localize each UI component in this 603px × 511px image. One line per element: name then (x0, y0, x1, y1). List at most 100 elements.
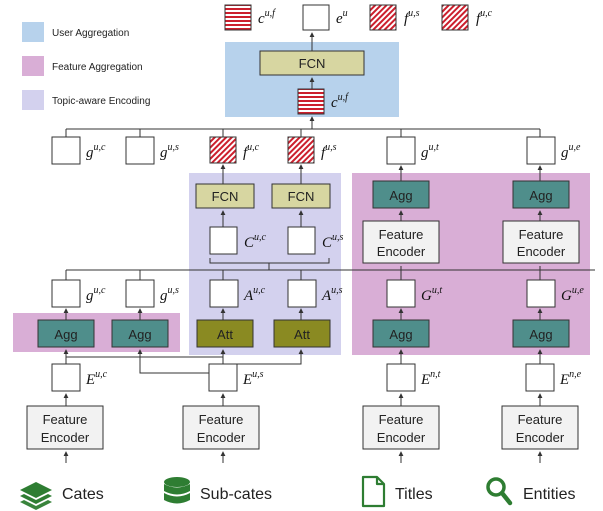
row6-ent-label: En,t (420, 369, 441, 388)
row4-aus-label: Au,s (321, 285, 343, 304)
row2-gue-label: gu,e (561, 142, 581, 161)
row2-fuc-label: fu,c (243, 142, 260, 161)
layers-icon (20, 482, 52, 510)
agg-block-cates (37, 319, 95, 348)
magnifier-icon (486, 477, 513, 506)
fcn-block-user (259, 50, 365, 76)
row4: gu,c gu,s Au,c Au,s Gu,t Gu,e (51, 270, 584, 308)
feature-encoder-titles-l2: Encoder (377, 430, 426, 445)
row2-gut-label: gu,t (421, 142, 439, 161)
fus-output-box (369, 4, 397, 31)
cuf-mid-box (297, 88, 325, 115)
fuc-output-label: fu,c (476, 8, 493, 27)
agg-block-entities-top-label: Agg (529, 188, 552, 203)
feature-encoder-subcates-l2: Encoder (197, 430, 246, 445)
agg-block-titles (372, 319, 430, 348)
fus-output-label: fu,s (404, 8, 420, 27)
agg-block-subcates (111, 319, 169, 348)
feature-encoder-entities-mid (502, 220, 580, 264)
row2-gue-box (526, 136, 556, 165)
input-cates: Cates (20, 482, 104, 510)
topic-cuc-label: Cu,c (244, 232, 267, 251)
agg-block-subcates-label: Agg (128, 327, 151, 342)
att-block-subcates-label: Att (294, 327, 310, 342)
agg-block-entities-label: Agg (529, 327, 552, 342)
row4-guc-label: gu,c (86, 285, 106, 304)
eus-to-att-s (237, 349, 304, 365)
row2-fuc-box (209, 136, 237, 164)
feature-encoder-cates (26, 405, 104, 450)
feature-encoder-titles-mid (362, 220, 440, 264)
att-block-subcates (273, 319, 331, 348)
row4-aus-box (287, 279, 317, 308)
row2-fus-label: fu,s (321, 142, 337, 161)
feature-encoder-cates-l1: Feature (43, 412, 88, 427)
cuf-mid-label: cu,f (331, 92, 349, 111)
agg-block-cates-label: Agg (54, 327, 77, 342)
feature-encoder-subcates (182, 405, 260, 450)
input-entities: Entities (486, 477, 575, 506)
eus-to-agg-s (137, 349, 223, 374)
input-label-subcates: Sub-cates (200, 486, 272, 503)
row2-guc-label: gu,c (86, 142, 106, 161)
legend-swatch-topic (22, 90, 44, 110)
row6-eus-label: Eu,s (242, 369, 264, 388)
legend-label-user: User Aggregation (52, 28, 129, 39)
row2: gu,c gu,s fu,c fu,s gu,t gu,e (51, 129, 581, 165)
input-titles: Titles (361, 475, 433, 508)
feature-encoder-entities (501, 405, 579, 450)
fcn-block-topic-s-label: FCN (288, 189, 315, 204)
row6-ene-label: En,e (559, 369, 582, 388)
top-output-row: cu,f eu fu,s fu,c (224, 4, 493, 31)
row4-Gue-box (526, 279, 556, 308)
input-subcates: Sub-cates (164, 477, 272, 504)
row6-ent-box (386, 363, 416, 392)
row6-euc-box (51, 363, 81, 392)
row6-eus-box (208, 363, 238, 392)
agg-block-entities (512, 319, 570, 348)
row6-euc-label: Eu,c (85, 369, 108, 388)
row2-fus-box (287, 136, 315, 164)
row4-gus-box (125, 279, 155, 308)
eu-output-label: eu (336, 8, 348, 27)
feature-encoder-titles-l1: Feature (379, 412, 424, 427)
feature-encoder-entities-l1: Feature (518, 412, 563, 427)
legend: User Aggregation Feature Aggregation Top… (22, 22, 150, 110)
row6: Eu,c Eu,s En,t En,e (51, 363, 582, 392)
feature-encoder-titles-mid-l1: Feature (379, 227, 424, 242)
input-label-titles: Titles (395, 486, 433, 503)
legend-label-topic: Topic-aware Encoding (52, 96, 150, 107)
cuf-output-box (224, 4, 252, 31)
row4-gus-label: gu,s (160, 285, 179, 304)
legend-label-feature: Feature Aggregation (52, 62, 143, 73)
feature-encoder-entities-mid-l1: Feature (519, 227, 564, 242)
topic-cus-box (287, 226, 316, 255)
topic-cus-label: Cu,s (322, 232, 344, 251)
row4-Gut-box (386, 279, 416, 308)
fcn-block-user-label: FCN (299, 56, 326, 71)
row2-gus-box (125, 136, 155, 165)
row2-gus-label: gu,s (160, 142, 179, 161)
feature-encoder-titles (362, 405, 440, 450)
input-label-entities: Entities (523, 486, 575, 503)
database-icon (164, 477, 190, 504)
att-block-cates-label: Att (217, 327, 233, 342)
row5: Agg Agg Att Att Agg Agg (37, 308, 570, 348)
eu-output-box (302, 4, 330, 31)
row6-ene-box (525, 363, 555, 392)
agg-block-titles-top (372, 180, 430, 209)
feature-encoder-subcates-l1: Feature (199, 412, 244, 427)
agg-block-entities-top (512, 180, 570, 209)
agg-block-titles-top-label: Agg (389, 188, 412, 203)
row2-guc-box (51, 136, 81, 165)
cuf-output-label: cu,f (258, 8, 276, 27)
feature-encoder-cates-l2: Encoder (41, 430, 90, 445)
row4-Gue-label: Gu,e (561, 285, 584, 304)
row4-guc-box (51, 279, 81, 308)
feature-encoder-entities-mid-l2: Encoder (517, 244, 566, 259)
row4-auc-label: Au,c (243, 285, 266, 304)
row4-auc-box (209, 279, 239, 308)
feature-encoder-titles-mid-l2: Encoder (377, 244, 426, 259)
legend-swatch-feature (22, 56, 44, 76)
